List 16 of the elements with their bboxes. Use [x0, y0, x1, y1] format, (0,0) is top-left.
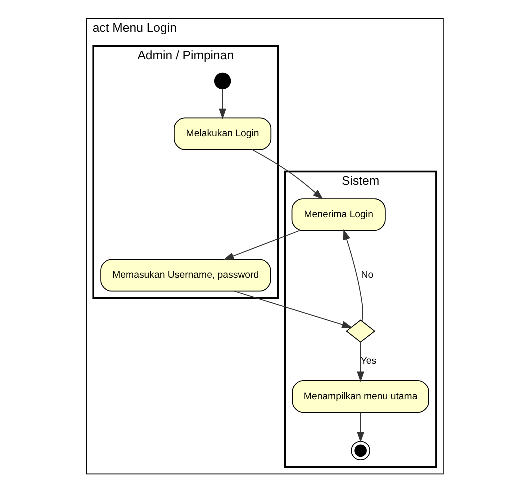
arrow: [234, 290, 353, 328]
arrow: [219, 88, 226, 120]
node-box: Menampilkan menu utama: [292, 380, 430, 414]
arrow: [252, 149, 324, 200]
arrow: [343, 229, 364, 322]
node-bullseye: [351, 441, 370, 461]
node-box: Melakukan Login: [174, 118, 272, 150]
node-circle: [214, 72, 232, 90]
edge-label: No: [361, 270, 374, 281]
node-box: Memasukan Username, password: [100, 259, 272, 292]
arrow: [224, 230, 300, 260]
edge-label: Yes: [360, 356, 377, 368]
node-box: Menerima Login: [292, 198, 386, 232]
node-diamond: [346, 320, 376, 343]
arrow: [357, 342, 365, 382]
arrow: [357, 412, 365, 443]
